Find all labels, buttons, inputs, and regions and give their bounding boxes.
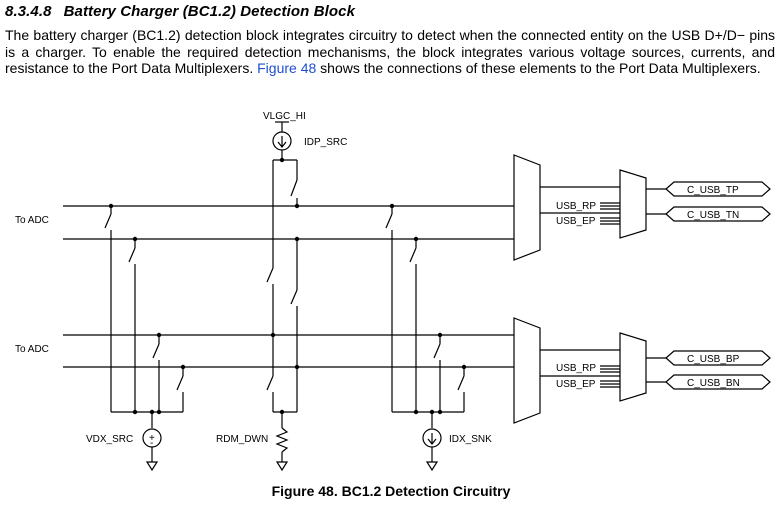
section-heading: 8.3.4.8 Battery Charger (BC1.2) Detection… <box>5 3 355 20</box>
port-c-usb-tn: C_USB_TN <box>687 210 739 221</box>
label-to-adc-bottom: To ADC <box>15 344 49 355</box>
section-number: 8.3.4.8 <box>5 3 52 20</box>
port-c-usb-tp: C_USB_TP <box>687 185 739 196</box>
plus-sign: + <box>149 433 155 444</box>
paragraph-text-end: shows the connections of these elements … <box>320 60 761 76</box>
label-idp-src: IDP_SRC <box>304 137 347 148</box>
port-c-usb-bp: C_USB_BP <box>687 354 740 365</box>
label-to-adc-top: To ADC <box>15 215 49 226</box>
paragraph-text-start: The battery charger (BC1.2) detection bl… <box>5 27 775 76</box>
label-vlgc-hi: VLGC_HI <box>263 111 306 122</box>
label-usb-ep-top: USB_EP <box>556 216 596 227</box>
bc12-detection-diagram: + - VLGC_HI IDP_SRC To ADC To ADC VDX_SR… <box>15 111 771 472</box>
minus-sign: - <box>150 438 153 449</box>
label-vdx-src: VDX_SRC <box>86 434 133 445</box>
figure-caption: Figure 48. BC1.2 Detection Circuitry <box>271 483 511 499</box>
section-title: Battery Charger (BC1.2) Detection Block <box>63 3 356 20</box>
label-usb-rp-bottom: USB_RP <box>556 363 596 374</box>
label-idx-snk: IDX_SNK <box>449 434 492 445</box>
section-paragraph: The battery charger (BC1.2) detection bl… <box>5 27 775 77</box>
figure-link[interactable]: Figure 48 <box>257 60 317 76</box>
label-rdm-dwn: RDM_DWN <box>216 434 268 445</box>
label-usb-rp-top: USB_RP <box>556 201 596 212</box>
label-usb-ep-bottom: USB_EP <box>556 379 596 390</box>
port-c-usb-bn: C_USB_BN <box>687 378 740 389</box>
